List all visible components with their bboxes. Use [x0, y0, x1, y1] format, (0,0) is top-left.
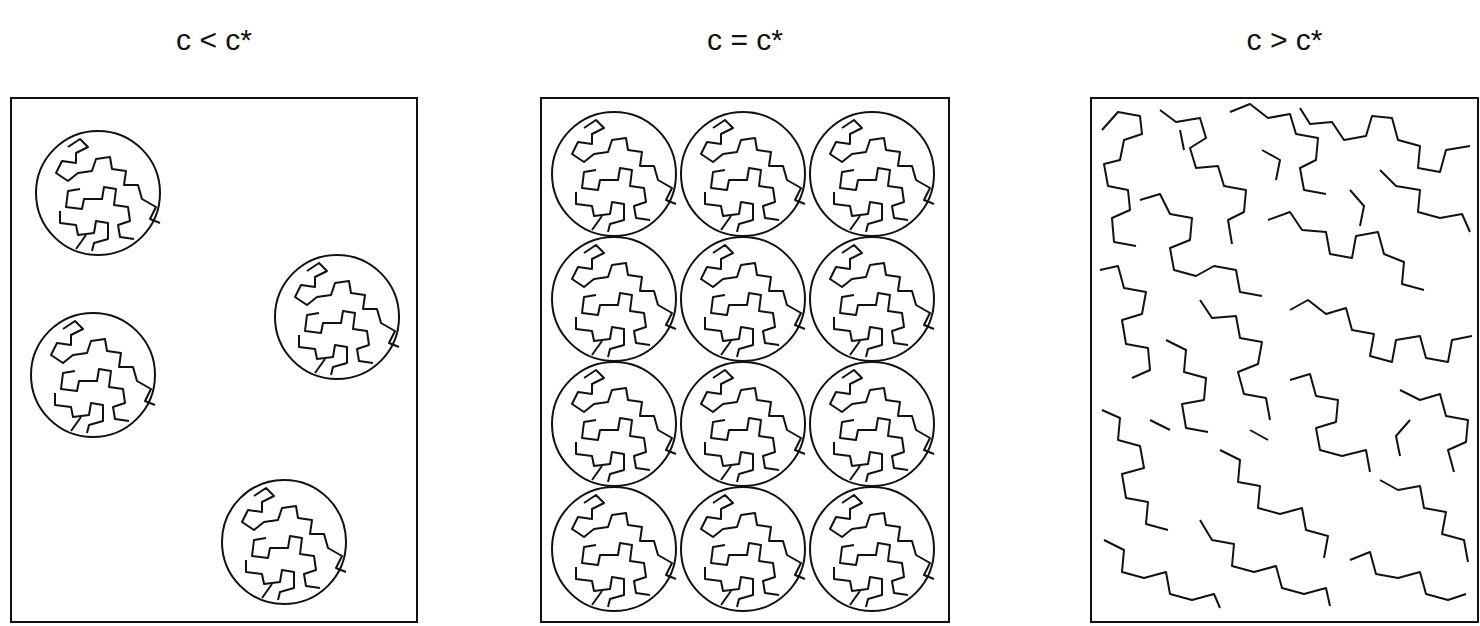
solution-panel: c < c*	[10, 22, 418, 623]
solution-panel: c > c*	[1090, 22, 1479, 623]
panel-border	[10, 97, 418, 623]
concentration-label: c = c*	[540, 22, 950, 58]
concentration-label: c < c*	[10, 22, 418, 58]
solution-panel: c = c*	[540, 22, 950, 623]
panel-border	[1090, 97, 1479, 623]
panel-border	[540, 97, 950, 623]
concentration-label: c > c*	[1090, 22, 1479, 58]
